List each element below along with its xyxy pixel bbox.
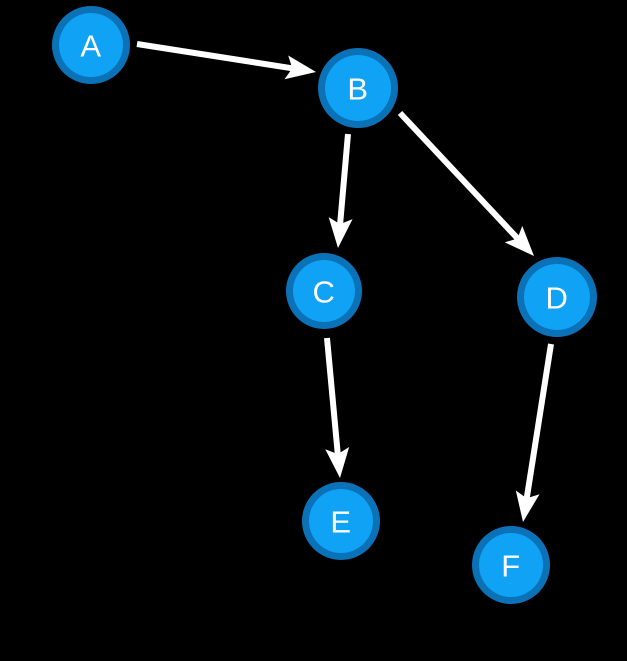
arrow-head-icon (328, 217, 353, 248)
node-body (59, 13, 123, 77)
edge-b-to-c (328, 133, 353, 248)
arrow-head-icon (325, 447, 350, 478)
edge-a-to-b (136, 41, 316, 80)
node-b[interactable]: B (318, 48, 398, 128)
node-label: B (347, 72, 368, 107)
node-label: C (313, 275, 336, 310)
edge-line (337, 133, 351, 225)
node-label: F (501, 549, 520, 584)
edge-c-to-e (324, 337, 350, 478)
node-body (479, 533, 543, 597)
node-label: E (330, 505, 351, 540)
node-body (524, 264, 590, 330)
edge-line (136, 41, 293, 72)
node-d[interactable]: D (517, 257, 597, 337)
node-label: D (546, 281, 569, 316)
edges-layer (136, 41, 554, 522)
nodes-layer: A B C D E F (52, 6, 597, 604)
node-body (325, 55, 391, 121)
node-e[interactable]: E (302, 482, 380, 560)
node-f[interactable]: F (472, 526, 550, 604)
node-body (309, 489, 373, 553)
node-a[interactable]: A (52, 6, 130, 84)
edge-d-to-f (515, 343, 554, 522)
edge-b-to-d (397, 110, 534, 256)
arrow-head-icon (515, 490, 540, 522)
arrow-head-icon (504, 225, 534, 256)
node-label: A (80, 29, 101, 64)
arrow-head-icon (284, 55, 316, 80)
edge-line (397, 110, 520, 241)
edge-line (523, 343, 554, 499)
edge-line (324, 337, 341, 455)
node-c[interactable]: C (286, 253, 362, 329)
node-body (293, 260, 355, 322)
